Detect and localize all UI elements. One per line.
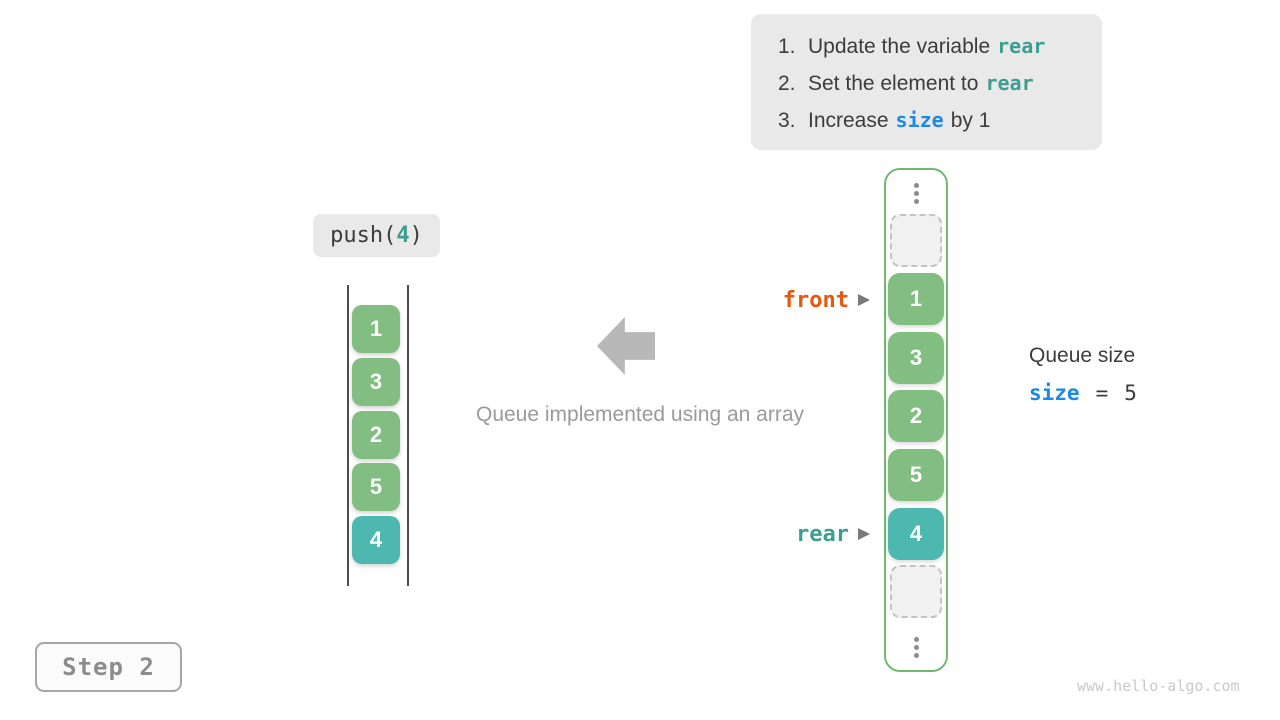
empty-slot [890,214,942,267]
array-item: 5 [888,449,944,501]
queue-boundary-line-left [347,285,349,586]
push-fn-text: push( [330,223,397,248]
queue-size-value: 5 [1124,381,1137,405]
ellipsis-top-icon [886,183,946,204]
code-token-size: size [1029,381,1080,405]
push-close-paren: ) [409,223,423,248]
queue-item-new: 4 [352,516,400,564]
step-badge: Step 2 [35,642,182,692]
pointer-arrow-icon [858,528,870,540]
array-item: 2 [888,390,944,442]
left-arrow-icon [597,317,655,375]
queue-size-title: Queue size [1029,344,1136,367]
equals-sign: = [1095,381,1109,405]
code-token-size: size [895,108,944,132]
array-item-new: 4 [888,508,944,560]
empty-slot [890,565,942,618]
queue-item: 1 [352,305,400,353]
queue-size-expression: size = 5 [1029,381,1137,405]
instruction-text: Set the element to rear [808,71,1041,96]
instruction-step-1: 1. Update the variable rear [778,34,1086,59]
instructions-panel: 1. Update the variable rear 2. Set the e… [751,14,1102,150]
instruction-pre: Set the element to [808,72,979,95]
queue-item: 5 [352,463,400,511]
watermark: www.hello-algo.com [1077,677,1240,695]
instruction-post: by 1 [950,109,991,132]
rear-pointer: rear [698,520,870,548]
queue-item: 2 [352,411,400,459]
rear-pointer-label: rear [796,521,849,547]
front-pointer: front [698,286,870,314]
queue-size-block: Queue size size = 5 [1029,344,1137,405]
push-operation-label: push(4) [313,214,440,257]
queue-boundary-line-right [407,285,409,586]
instruction-text: Increase size by 1 [808,108,990,133]
array-item: 1 [888,273,944,325]
caption: Queue implemented using an array [475,403,805,426]
array-item: 3 [888,332,944,384]
push-arg-value: 4 [396,223,410,248]
instruction-pre: Increase [808,109,889,132]
instruction-pre: Update the variable [808,35,991,58]
instruction-number: 2. [778,72,796,95]
code-token-rear: rear [985,71,1034,95]
queue-item: 3 [352,358,400,406]
instruction-step-2: 2. Set the element to rear [778,71,1086,96]
instruction-number: 3. [778,109,796,132]
array-container: 1 3 2 5 4 [884,168,948,672]
front-pointer-label: front [782,287,849,313]
code-token-rear: rear [997,34,1046,58]
ellipsis-bottom-icon [886,637,946,658]
instruction-text: Update the variable rear [808,34,1052,59]
instruction-step-3: 3. Increase size by 1 [778,108,1086,133]
pointer-arrow-icon [858,294,870,306]
instruction-number: 1. [778,35,796,58]
